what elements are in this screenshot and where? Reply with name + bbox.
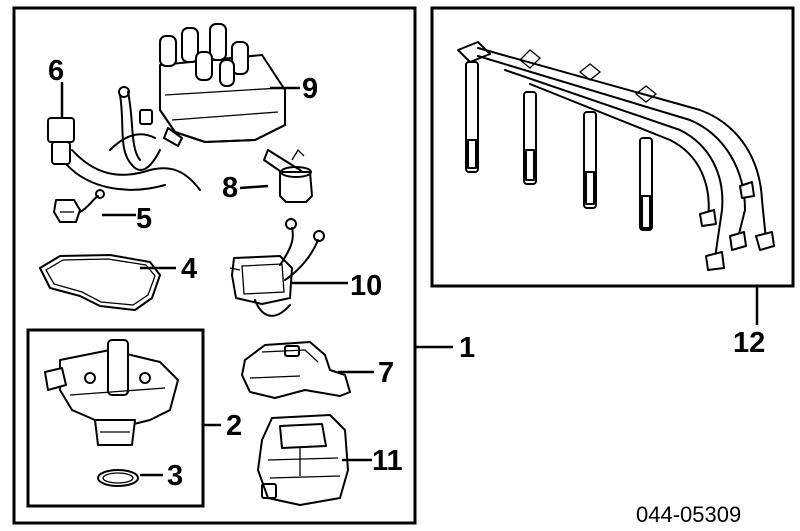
igniter-drawing [229, 218, 325, 317]
connector-drawing [53, 189, 105, 223]
callout-12: 12 [733, 327, 765, 359]
callout-9: 9 [302, 73, 318, 105]
callout-6: 6 [48, 55, 64, 87]
distributor-assembly-drawing [44, 339, 179, 446]
callout-8: 8 [222, 172, 238, 204]
o-ring-inner [102, 472, 134, 484]
callout-2: 2 [226, 410, 242, 442]
gasket-drawing [39, 254, 161, 311]
callout-1: 1 [459, 332, 475, 364]
rotor-drawing [263, 148, 313, 203]
assembly-frame-1 [12, 6, 417, 525]
callout-3: 3 [167, 460, 183, 492]
distributor-cap-drawing [159, 23, 286, 147]
spark-plug-wire-set-drawing [457, 41, 775, 271]
callout-10: 10 [350, 270, 382, 302]
leader-lines [60, 82, 759, 477]
callout-4: 4 [181, 253, 197, 285]
callout-7: 7 [378, 357, 394, 389]
wire-set-frame-12 [430, 6, 795, 288]
subassembly-frame-2 [26, 328, 205, 508]
dust-cover-drawing [241, 341, 351, 399]
housing-drawing [257, 414, 349, 506]
callout-5: 5 [136, 203, 152, 235]
diagram-code: 044-05309 [636, 502, 741, 527]
callout-11: 11 [372, 445, 403, 477]
o-ring-drawing [97, 469, 139, 487]
